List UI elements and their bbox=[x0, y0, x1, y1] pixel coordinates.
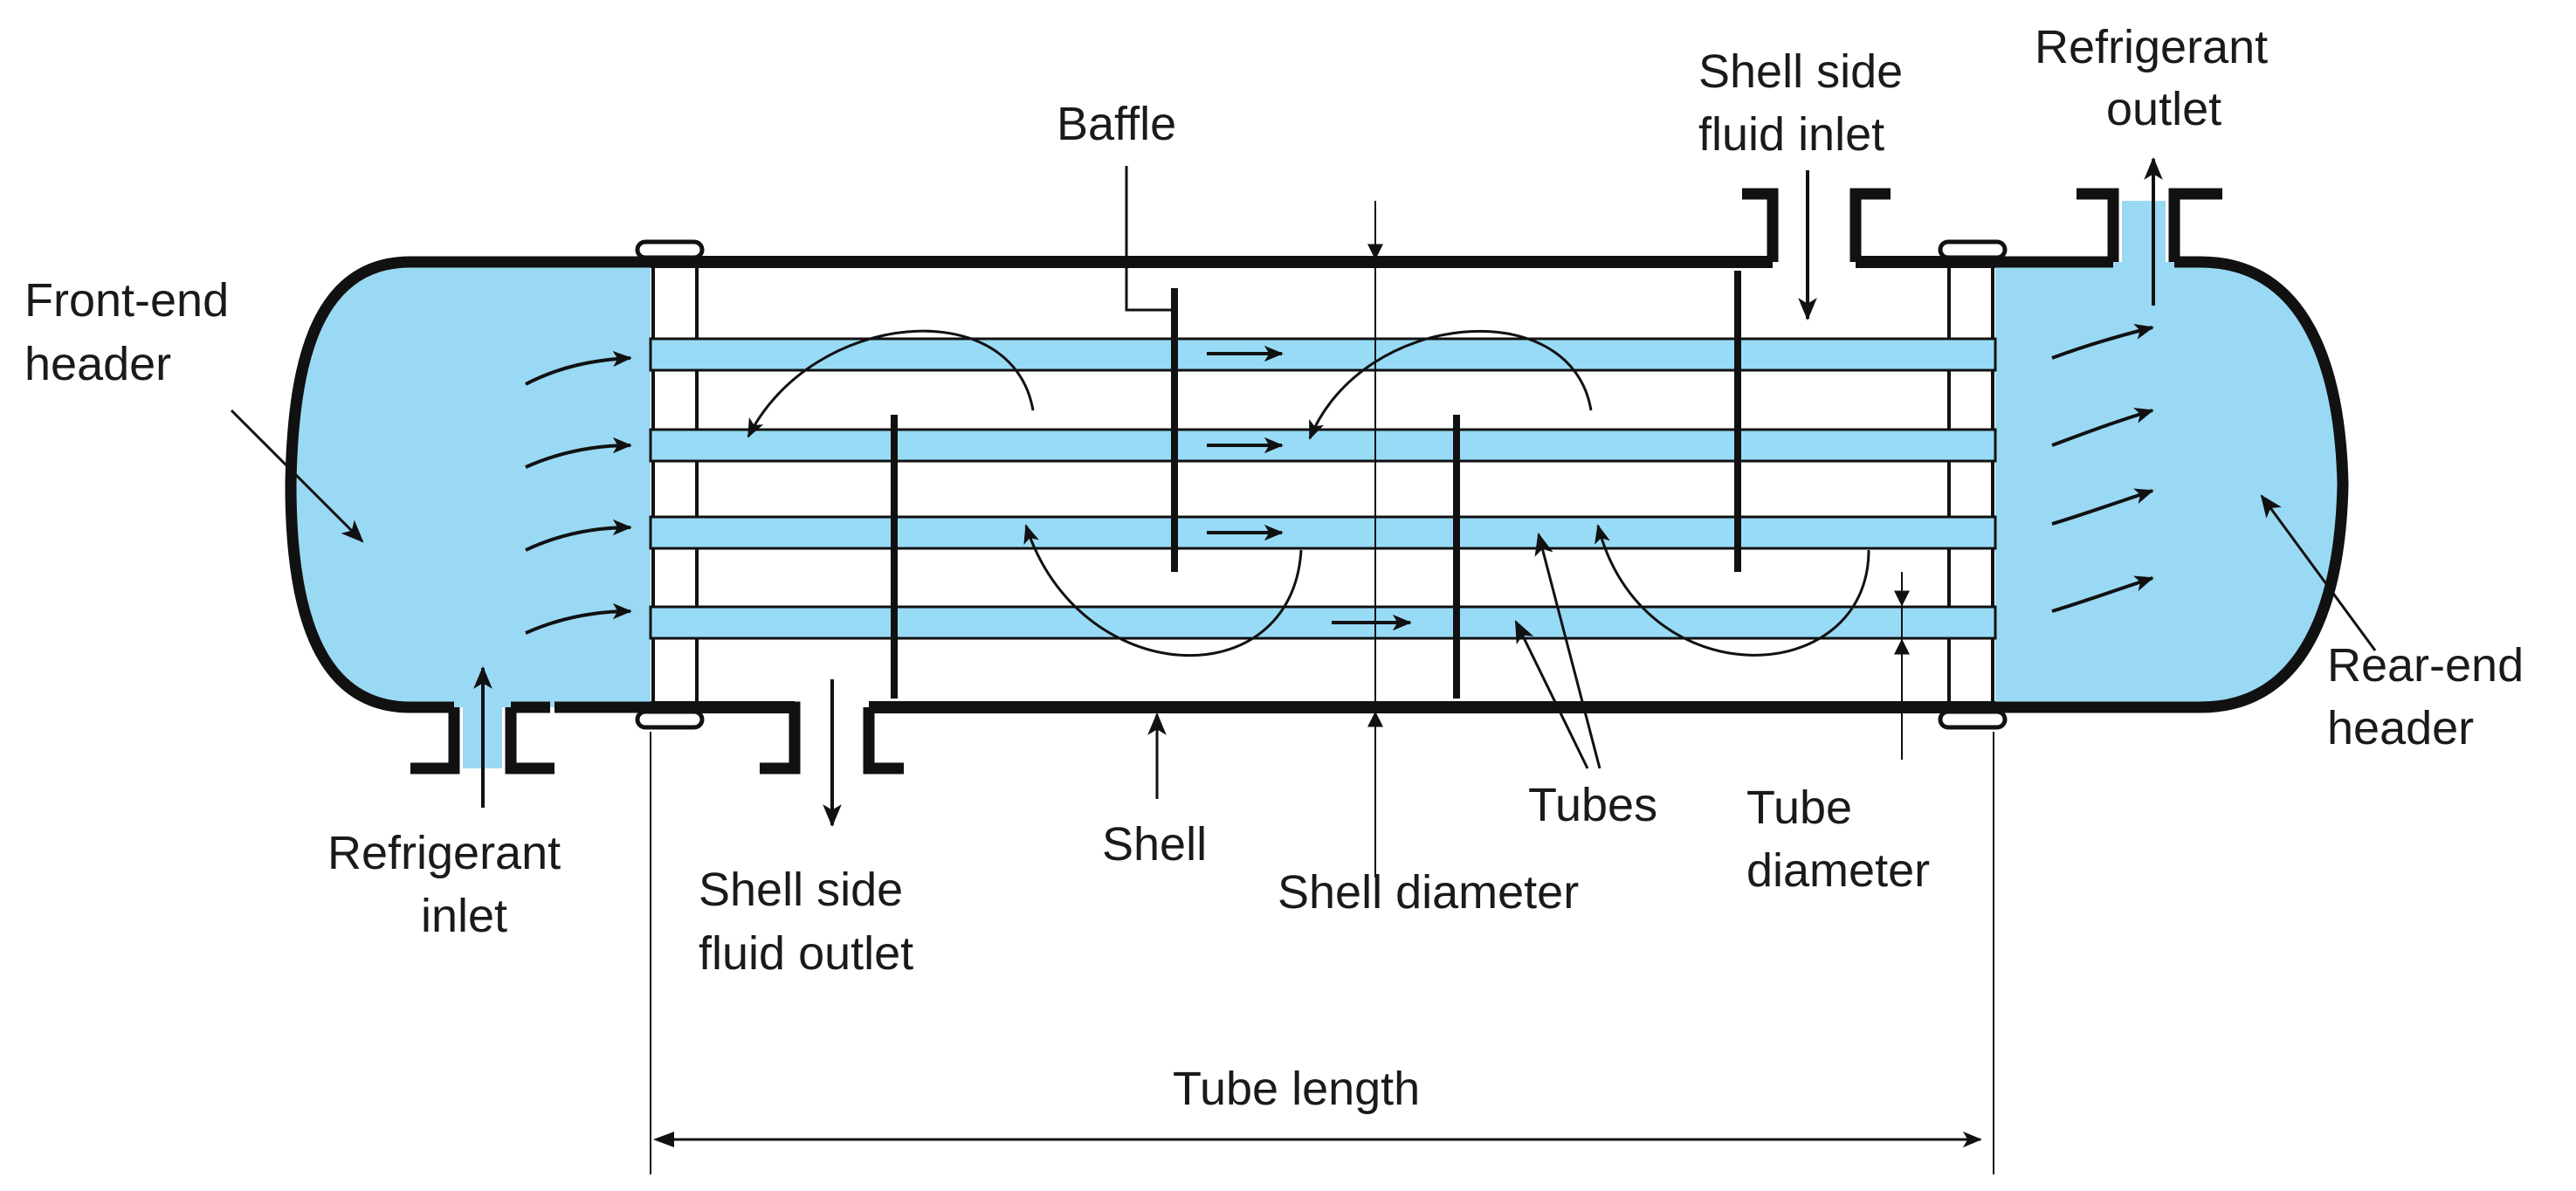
shell-diameter-label: Shell diameter bbox=[1278, 866, 1579, 919]
shell-side-flow-arrows bbox=[747, 329, 1870, 657]
shell-side-fluid-outlet-label: fluid outlet bbox=[699, 927, 913, 980]
refrigerant-outlet-label: Refrigerant bbox=[2035, 21, 2268, 73]
shell-side-inlet-nozzle bbox=[1742, 188, 1891, 262]
front-end-header bbox=[285, 256, 651, 774]
front-header-flow-arrow bbox=[525, 602, 632, 635]
shell-side-fluid-inlet-label: Shell side bbox=[1698, 45, 1903, 98]
rear-end-header-wall bbox=[1995, 256, 2349, 713]
tube bbox=[649, 605, 1997, 640]
rear-header-flow-arrow bbox=[2051, 408, 2154, 447]
refrigerant-inlet-label: Refrigerant bbox=[327, 827, 561, 879]
rear-end-header-fluid bbox=[1995, 262, 2343, 707]
refrigerant-outlet-nozzle-fluid bbox=[2122, 201, 2166, 262]
dimension-lines bbox=[650, 201, 1994, 1174]
tube bbox=[649, 337, 1997, 372]
front-end-header-label: header bbox=[24, 338, 171, 390]
front-header-flow-arrow bbox=[525, 519, 632, 552]
leader-lines bbox=[230, 166, 2377, 799]
refrigerant-flow-arrows bbox=[525, 323, 2154, 635]
baffles bbox=[891, 271, 1741, 699]
tubes-label: Tubes bbox=[1528, 779, 1657, 831]
rear-end-header-label: header bbox=[2327, 702, 2474, 754]
rear-header-flow-arrow bbox=[2051, 323, 2154, 360]
front-end-header-fluid bbox=[291, 262, 651, 707]
shell-side-fluid-inlet-label: fluid inlet bbox=[1698, 108, 1884, 161]
rear-end-header-leader bbox=[2260, 494, 2377, 651]
tubes-leader bbox=[1534, 532, 1601, 769]
front-header-flow-arrow bbox=[525, 350, 632, 386]
rear-end-header-label: Rear-end bbox=[2327, 639, 2524, 692]
refrigerant-inlet-nozzle bbox=[410, 701, 554, 774]
front-end-header-label: Front-end bbox=[24, 274, 229, 327]
tube bbox=[649, 515, 1997, 550]
shell-label: Shell bbox=[1102, 818, 1207, 871]
front-header-flow-arrow bbox=[525, 437, 632, 469]
shell-body bbox=[635, 188, 2008, 774]
rear-header-flow-arrow bbox=[2051, 575, 2154, 613]
baffle-leader bbox=[1125, 166, 1172, 312]
tube-diameter-label: Tube bbox=[1746, 781, 1852, 834]
tube-length-label: Tube length bbox=[1173, 1063, 1420, 1115]
refrigerant-inlet-label: inlet bbox=[421, 890, 507, 942]
baffle-label: Baffle bbox=[1057, 98, 1176, 150]
tubes-leader bbox=[1514, 620, 1589, 769]
port-arrows bbox=[473, 156, 2163, 828]
rear-end-header bbox=[1995, 188, 2349, 713]
refrigerant-outlet-nozzle bbox=[2077, 188, 2222, 262]
front-end-header-leader bbox=[230, 409, 364, 543]
rear-header-flow-arrow bbox=[2051, 488, 2154, 526]
tubes-bundle bbox=[649, 337, 1997, 640]
flange-bolts bbox=[635, 239, 2008, 730]
refrigerant-outlet-label: outlet bbox=[2106, 83, 2221, 135]
shell-side-fluid-outlet-label: Shell side bbox=[699, 864, 903, 916]
labels: Baffle Shell side fluid inlet Refrigeran… bbox=[24, 21, 2524, 1115]
tube-diameter-label: diameter bbox=[1746, 844, 1930, 897]
front-end-header-wall bbox=[285, 256, 651, 713]
tube bbox=[649, 428, 1997, 463]
